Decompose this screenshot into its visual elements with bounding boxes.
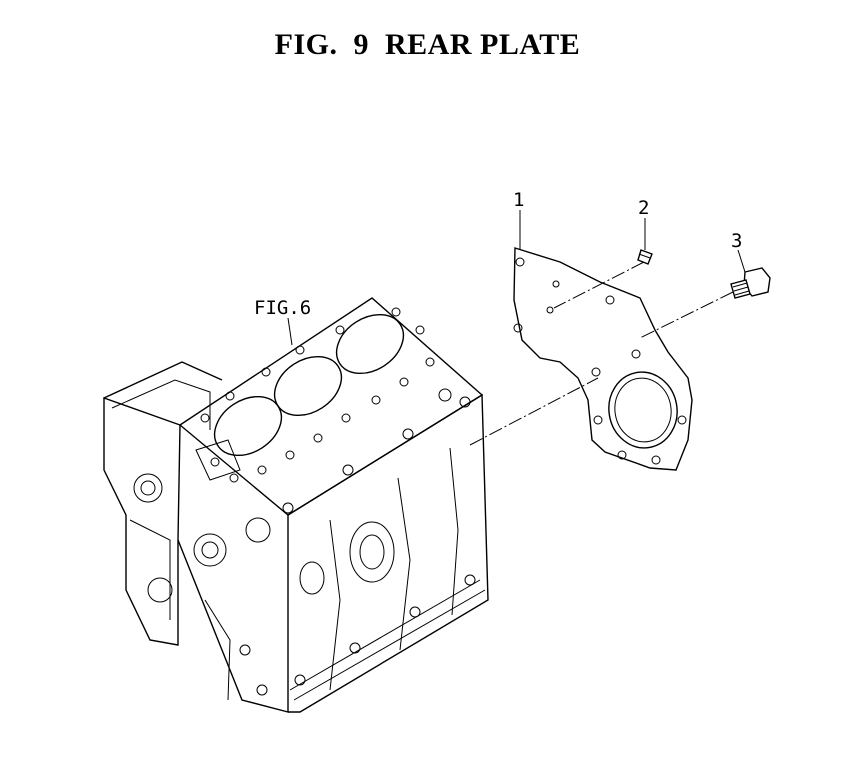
- part-3-label: 3: [731, 230, 742, 252]
- assembly-line-plate: [469, 377, 599, 446]
- part-1-label: 1: [513, 189, 524, 211]
- assembly-line-dowel: [553, 261, 645, 309]
- engine-block: [103, 297, 489, 713]
- bolt: [730, 267, 771, 299]
- reference-label-fig6: FIG.6: [254, 297, 311, 319]
- part-2-label: 2: [638, 197, 649, 219]
- part-3-leader-line: [737, 249, 746, 273]
- assembly-line-bolt: [639, 291, 734, 339]
- figure-title: FIG. 9 REAR PLATE: [274, 28, 581, 61]
- fig6-leader-line: [287, 317, 293, 346]
- dowel-pin: [637, 249, 653, 265]
- rear-plate: [513, 247, 693, 471]
